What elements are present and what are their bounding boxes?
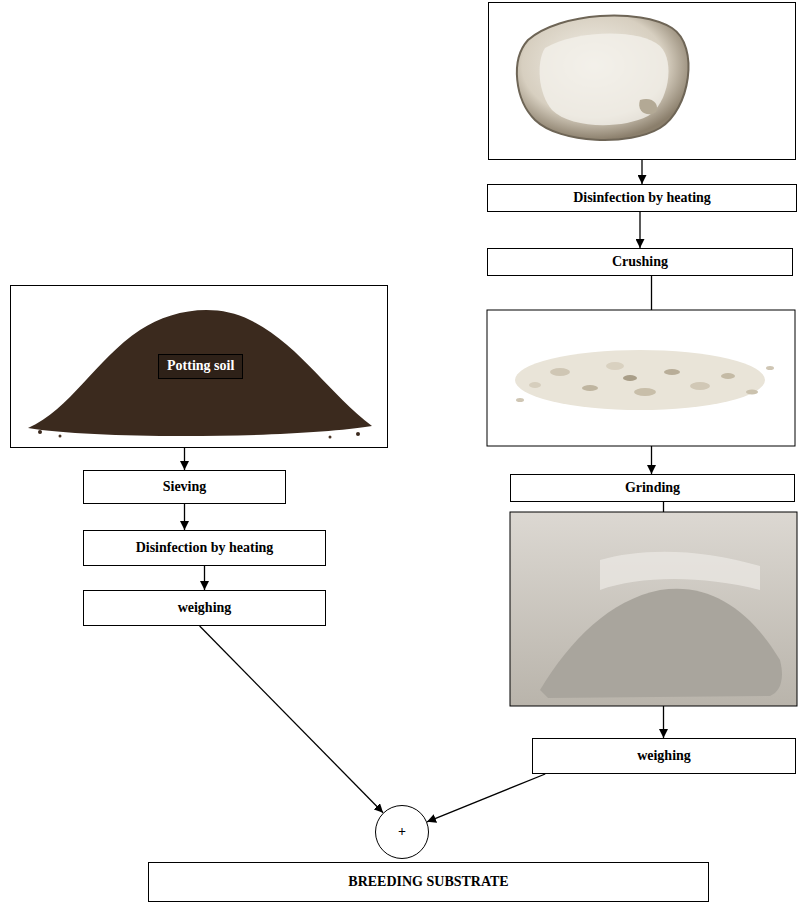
process-box: weighing xyxy=(532,738,796,774)
flake xyxy=(529,382,541,388)
node-label: Crushing xyxy=(612,254,668,271)
process-box: Disinfection by heating xyxy=(487,184,797,212)
image-frame xyxy=(487,310,795,446)
result-box: BREEDING SUBSTRATE xyxy=(148,862,709,902)
potting-soil-picture xyxy=(28,310,372,439)
soil-crumb xyxy=(38,430,42,434)
flow-arrow xyxy=(641,160,642,184)
shell-scar xyxy=(639,99,657,114)
flake xyxy=(634,388,656,396)
soil-mound xyxy=(28,310,372,436)
powder-scoop xyxy=(600,552,760,590)
oyster-shell-picture xyxy=(517,16,689,140)
flake xyxy=(582,385,598,391)
node-label: Sieving xyxy=(163,479,207,496)
flake xyxy=(664,369,680,375)
shell-powder-picture xyxy=(510,512,797,706)
process-box: Grinding xyxy=(510,474,795,502)
flow-arrow xyxy=(427,774,545,822)
node-label: weighing xyxy=(178,600,232,617)
soil-crumb xyxy=(59,435,62,438)
shell-inner xyxy=(540,33,669,125)
process-box: weighing xyxy=(83,590,326,626)
image-frame: Potting soil xyxy=(10,285,388,448)
node-label: weighing xyxy=(637,748,691,765)
flow-arrow xyxy=(184,448,185,470)
shell-outline xyxy=(517,16,689,140)
flow-arrow xyxy=(204,566,205,590)
flake xyxy=(746,390,758,395)
soil-crumb xyxy=(356,432,360,436)
flake xyxy=(721,373,735,379)
process-box: Crushing xyxy=(487,248,793,276)
flake xyxy=(623,375,637,381)
flake-heap xyxy=(515,350,765,410)
flow-arrow xyxy=(639,212,640,248)
flake xyxy=(550,368,570,376)
flake xyxy=(690,382,710,390)
flow-arrow xyxy=(184,504,185,530)
process-box: Disinfection by heating xyxy=(83,530,326,566)
node-label: BREEDING SUBSTRATE xyxy=(348,874,508,891)
flow-arrow xyxy=(200,626,383,813)
node-label: Disinfection by heating xyxy=(136,540,274,557)
node-label: Grinding xyxy=(625,480,680,497)
process-box: Sieving xyxy=(83,470,286,504)
flake xyxy=(516,398,524,402)
node-label: + xyxy=(398,824,406,841)
crushed-shell-picture xyxy=(487,310,795,446)
flake xyxy=(766,366,774,370)
image-frame: Oyter shell xyxy=(488,2,796,160)
sum-circle: + xyxy=(375,805,429,859)
soil-crumb xyxy=(329,436,332,439)
node-label: Potting soil xyxy=(158,354,243,379)
image-frame xyxy=(510,512,797,706)
powder-heap xyxy=(540,589,782,698)
flake xyxy=(606,362,624,370)
node-label: Disinfection by heating xyxy=(573,190,711,207)
